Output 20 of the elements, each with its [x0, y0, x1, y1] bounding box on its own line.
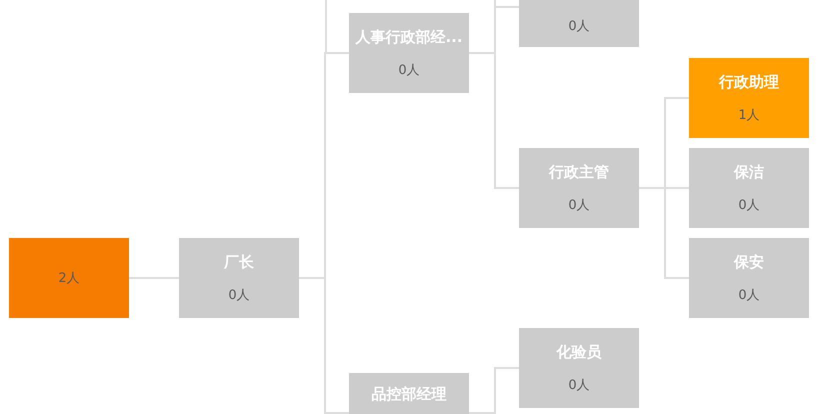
- headcount-text: 0人: [738, 286, 760, 304]
- connector-line: [129, 277, 179, 279]
- org-box: [689, 148, 809, 228]
- headcount-text: 0人: [568, 376, 590, 394]
- org-box: [179, 238, 299, 318]
- connector-line: [469, 367, 519, 414]
- org-box: [519, 328, 639, 408]
- headcount-text: 0人: [398, 62, 420, 78]
- headcount-text: 1人: [738, 106, 760, 124]
- org-box: [689, 58, 809, 138]
- headcount-text: 0人: [568, 196, 590, 214]
- headcount-text: 2人: [58, 270, 80, 287]
- org-box: [9, 238, 129, 318]
- position-title: 行政助理: [719, 72, 779, 92]
- org-box: [349, 13, 469, 93]
- org-box: [689, 238, 809, 318]
- org-box: [519, 148, 639, 228]
- headcount-text: 0人: [738, 196, 760, 214]
- headcount-text: 0人: [228, 286, 250, 304]
- headcount-text: 0人: [568, 18, 590, 35]
